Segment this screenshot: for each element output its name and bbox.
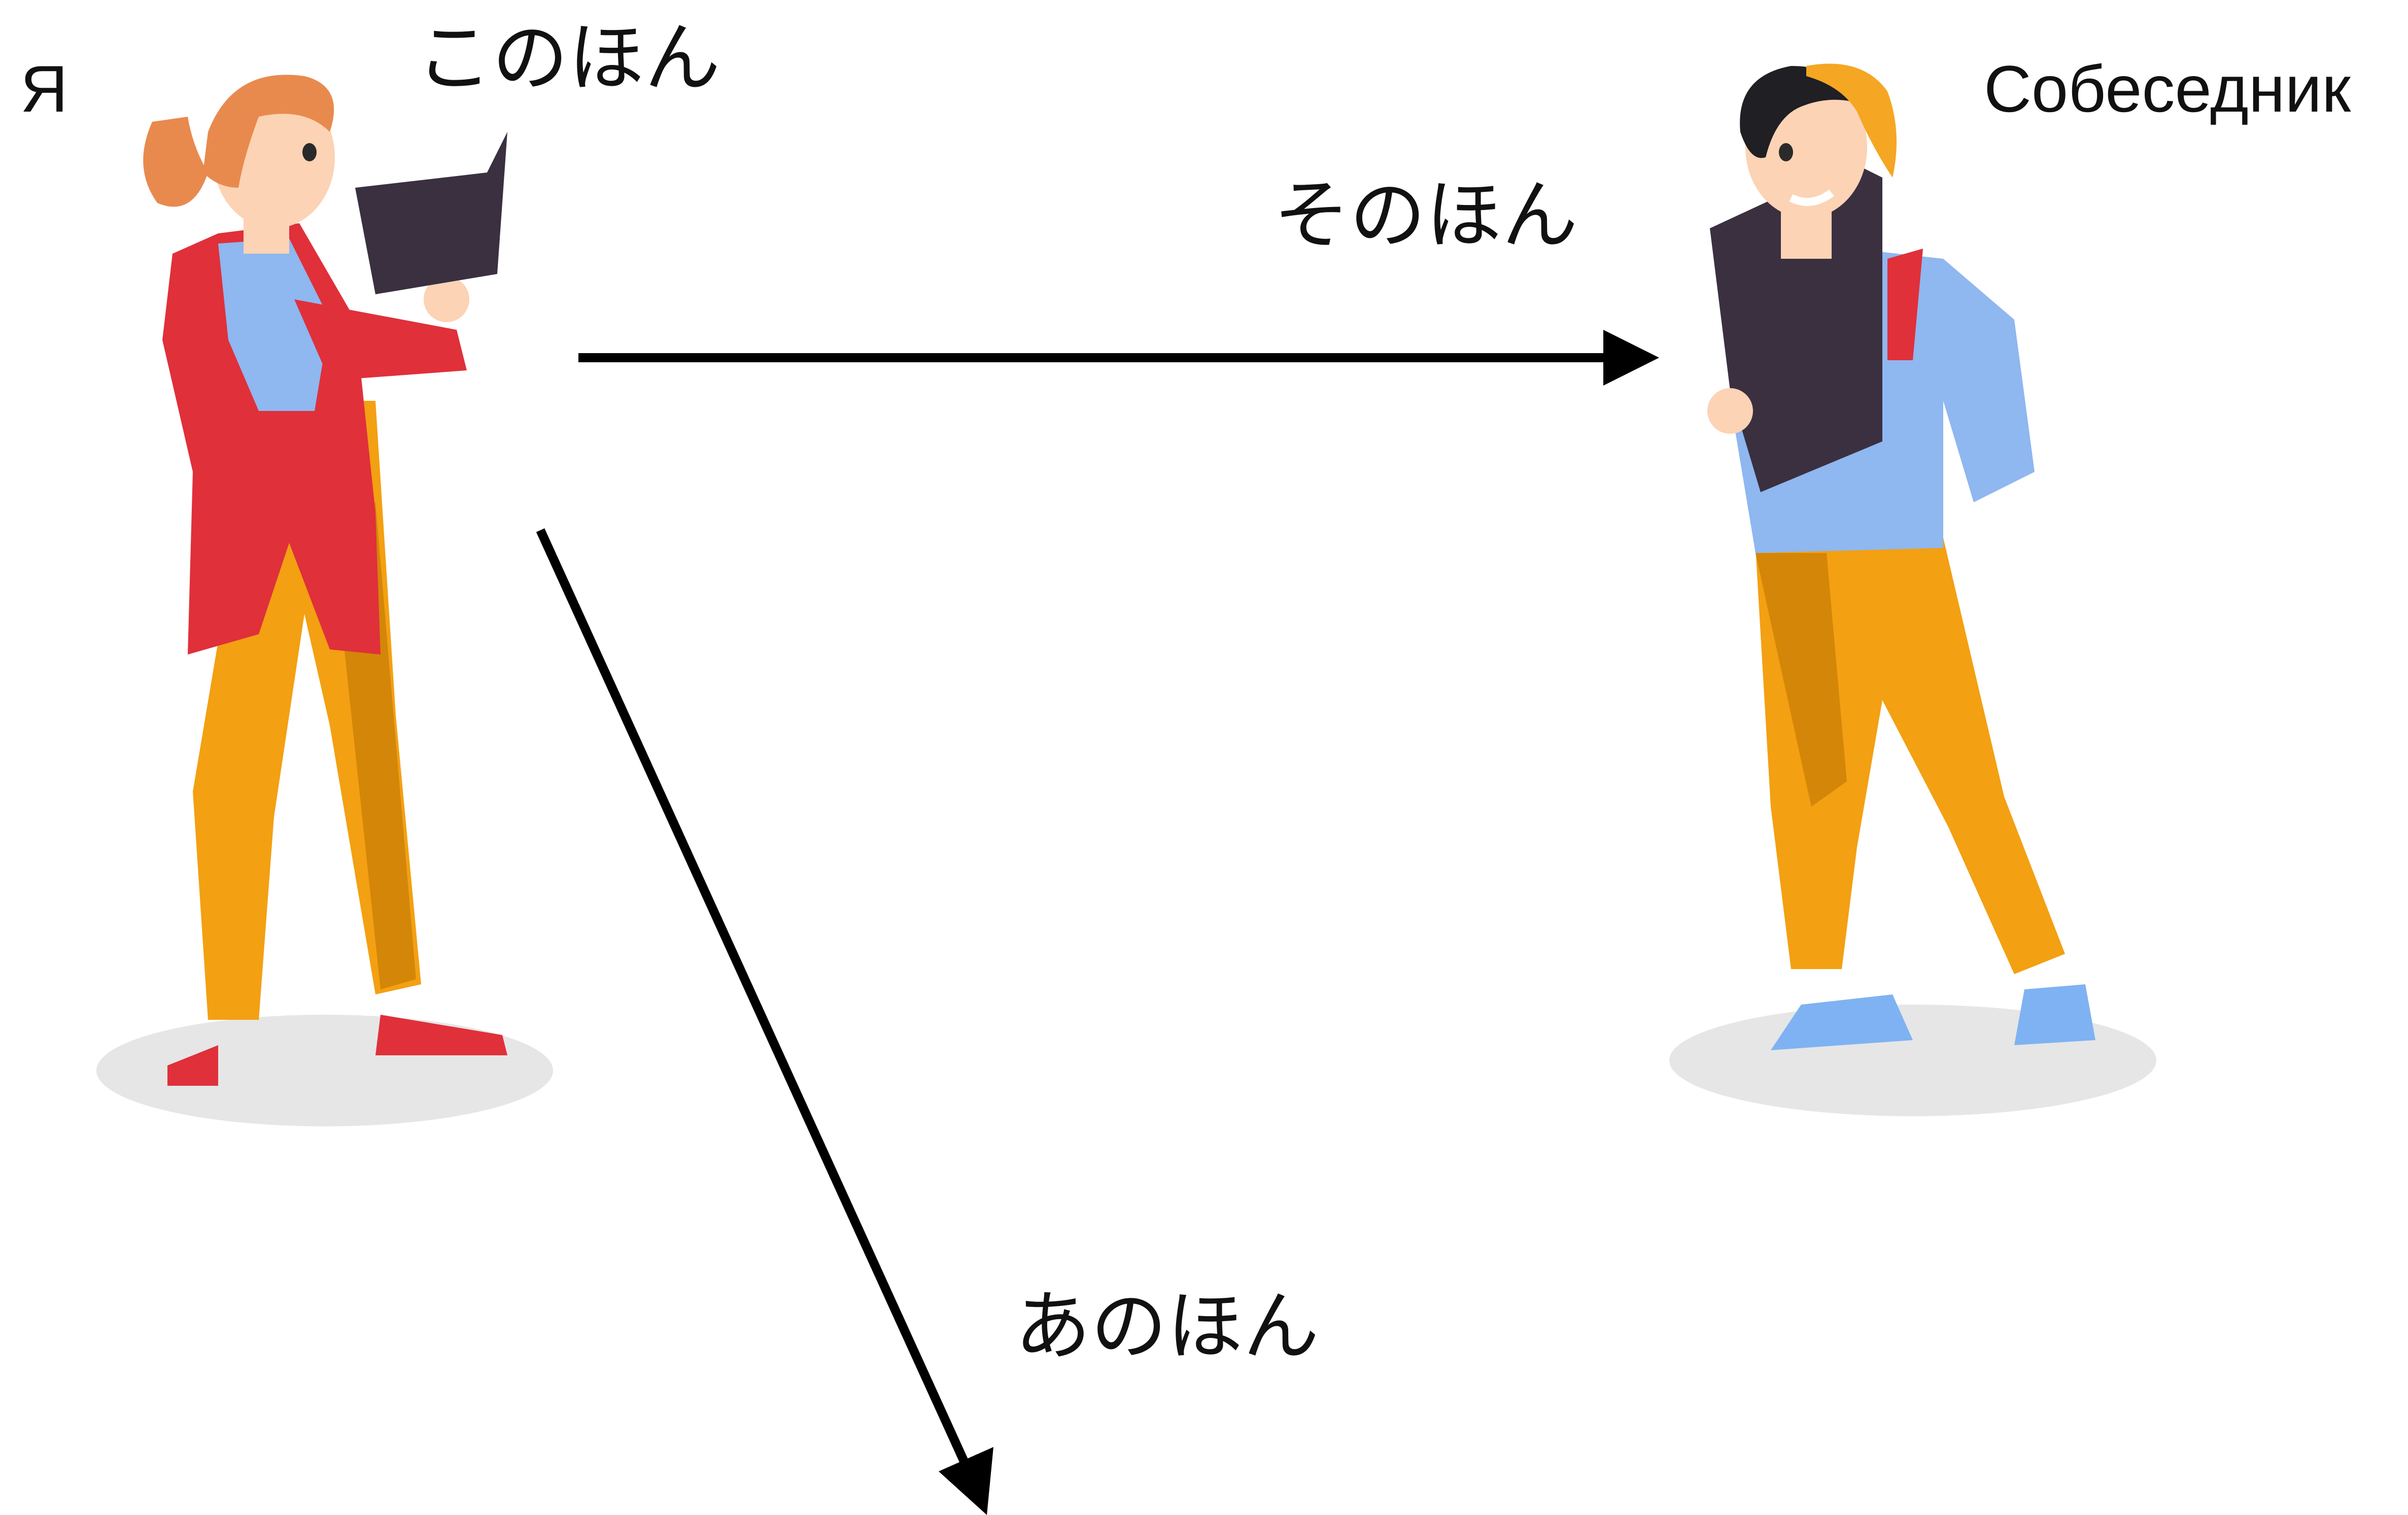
arrow-far-away [536,528,993,1515]
label-partner: Собеседник [1984,52,2351,126]
label-kono-hon: このほん [416,14,721,102]
label-me: Я [20,52,68,126]
arrow-to-partner [578,330,1659,386]
partner-book [1710,162,1882,492]
me-figure [96,75,553,1126]
partner-figure [1669,63,2156,1116]
label-sono-hon: そのほん [1274,171,1578,260]
me-book [355,132,507,294]
me-shadow [96,1015,553,1126]
label-ano-hon: あのほん [1015,1283,1320,1371]
